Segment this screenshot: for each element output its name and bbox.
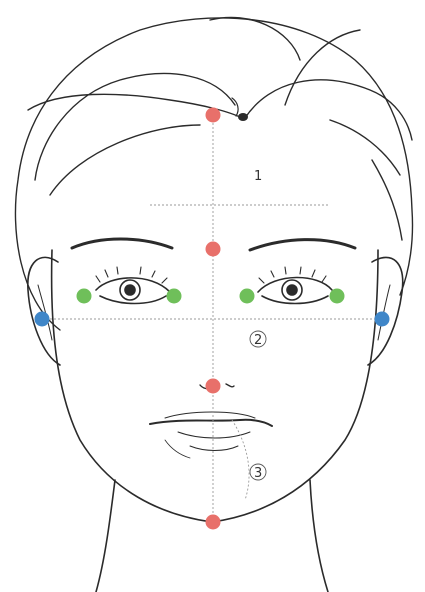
mouth — [150, 412, 272, 458]
section-3-label: 3 — [254, 466, 262, 481]
chin-marker — [206, 515, 221, 530]
nose-tip-marker — [206, 379, 221, 394]
left-eye-outer-corner-marker — [77, 289, 92, 304]
left-ear-marker — [35, 312, 50, 327]
right-eye — [258, 267, 332, 304]
chin-guide — [232, 420, 249, 500]
guide-lines — [42, 115, 382, 522]
section-1-label: 1 — [254, 169, 262, 184]
brow-center-marker — [206, 242, 221, 257]
section-2-label: 2 — [254, 333, 262, 348]
left-eye-inner-corner-marker — [167, 289, 182, 304]
right-ear-marker — [375, 312, 390, 327]
hair-lines — [15, 17, 412, 330]
right-eye-outer-corner-marker — [330, 289, 345, 304]
proportion-markers — [35, 108, 390, 530]
right-eye-inner-corner-marker — [240, 289, 255, 304]
hairline-marker — [206, 108, 221, 123]
section-labels: 1 2 3 — [250, 169, 266, 481]
left-eye — [96, 267, 170, 304]
